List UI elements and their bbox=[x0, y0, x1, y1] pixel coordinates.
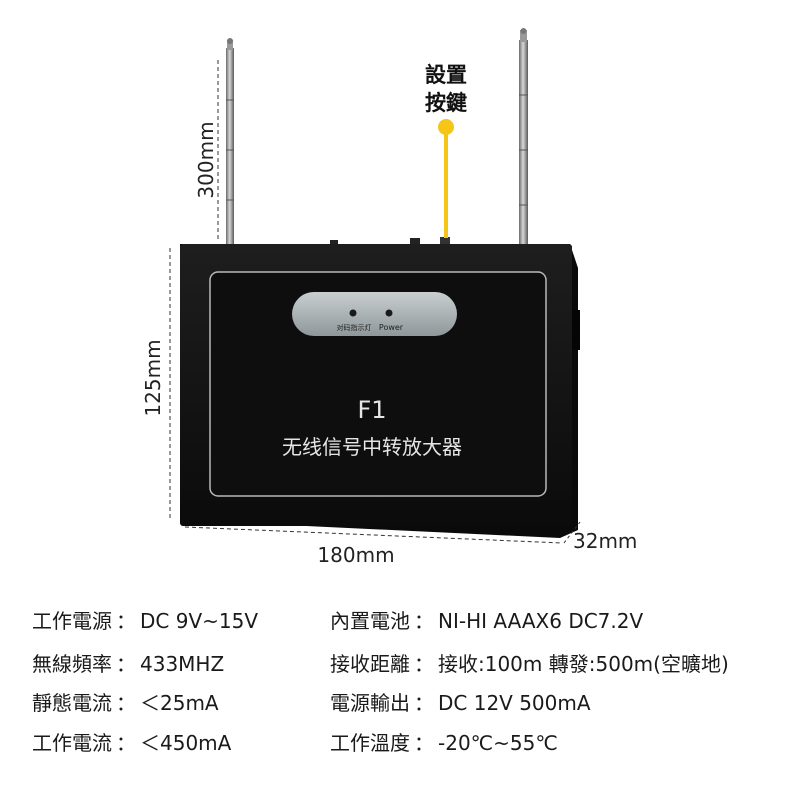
spec-value: -20℃~55℃ bbox=[438, 731, 558, 755]
spec-label: 內置電池 bbox=[330, 609, 410, 633]
spec-value: 接收:100m 轉發:500m(空曠地) bbox=[438, 652, 729, 676]
spec-value: DC 12V 500mA bbox=[438, 691, 591, 715]
spec-separator: ： bbox=[116, 731, 136, 755]
spec-label: 靜態電流 bbox=[32, 691, 112, 715]
spec-static-current: 靜態電流：＜25mA bbox=[32, 687, 219, 716]
spec-working-current: 工作電流：＜450mA bbox=[32, 727, 231, 756]
spec-power-output: 電源輸出：DC 12V 500mA bbox=[330, 687, 591, 716]
spec-separator: ： bbox=[414, 691, 434, 715]
device-body: 对码指示灯 Power F1 无线信号中转放大器 bbox=[180, 244, 580, 538]
spec-value: NI-HI AAAX6 DC7.2V bbox=[438, 609, 644, 633]
spec-separator: ： bbox=[116, 691, 136, 715]
spec-value: ＜450mA bbox=[140, 731, 232, 755]
spec-separator: ： bbox=[414, 609, 434, 633]
status-indicator-panel bbox=[292, 292, 457, 336]
front-panel-border bbox=[209, 271, 547, 497]
spec-label: 工作電源 bbox=[32, 609, 112, 633]
antenna-height-dimension: 300mm bbox=[194, 60, 219, 240]
right-antenna bbox=[519, 28, 528, 246]
device-height-dimension: 125mm bbox=[141, 248, 171, 520]
device-model: F1 bbox=[357, 396, 386, 424]
device-width-dimension: 180mm bbox=[184, 526, 563, 567]
spec-separator: ： bbox=[116, 652, 136, 676]
spec-separator: ： bbox=[116, 609, 136, 633]
spec-power-supply: 工作電源：DC 9V~15V bbox=[32, 605, 258, 634]
setting-button-label-line1: 設置 bbox=[425, 63, 467, 87]
device-depth-dimension: 32mm bbox=[563, 521, 637, 553]
spec-label: 工作電流 bbox=[32, 731, 112, 755]
spec-value: ＜25mA bbox=[140, 691, 219, 715]
product-photo: 設置 按鍵 对码指示灯 Power F1 无线信号中转放大器 300mm 125… bbox=[141, 28, 637, 567]
device-name: 无线信号中转放大器 bbox=[282, 435, 462, 459]
setting-button-label-line2: 按鍵 bbox=[425, 91, 467, 115]
device-height-label: 125mm bbox=[141, 339, 165, 416]
left-antenna bbox=[226, 38, 234, 248]
spec-label: 電源輸出 bbox=[330, 691, 410, 715]
spec-list: 工作電源：DC 9V~15V 無線頻率：433MHZ 靜態電流：＜25mA 工作… bbox=[0, 590, 800, 790]
power-indicator-label: Power bbox=[379, 323, 404, 332]
device-depth-label: 32mm bbox=[573, 529, 637, 553]
spec-label: 工作溫度 bbox=[330, 731, 410, 755]
pairing-indicator-label: 对码指示灯 bbox=[337, 323, 372, 332]
setting-button-callout: 設置 按鍵 bbox=[425, 63, 467, 238]
pairing-indicator-led bbox=[349, 309, 357, 317]
spec-value: DC 9V~15V bbox=[140, 609, 259, 633]
power-indicator-led bbox=[385, 309, 393, 317]
device-width-label: 180mm bbox=[317, 543, 394, 567]
spec-label: 接收距離 bbox=[330, 652, 410, 676]
spec-separator: ： bbox=[414, 652, 434, 676]
spec-separator: ： bbox=[414, 731, 434, 755]
spec-value: 433MHZ bbox=[140, 652, 225, 676]
spec-wireless-frequency: 無線頻率：433MHZ bbox=[32, 648, 224, 677]
spec-built-in-battery: 內置電池：NI-HI AAAX6 DC7.2V bbox=[330, 605, 643, 634]
spec-working-temperature: 工作溫度：-20℃~55℃ bbox=[330, 727, 558, 756]
antenna-height-label: 300mm bbox=[194, 121, 218, 198]
spec-receive-distance: 接收距離：接收:100m 轉發:500m(空曠地) bbox=[330, 648, 729, 677]
spec-label: 無線頻率 bbox=[32, 652, 112, 676]
